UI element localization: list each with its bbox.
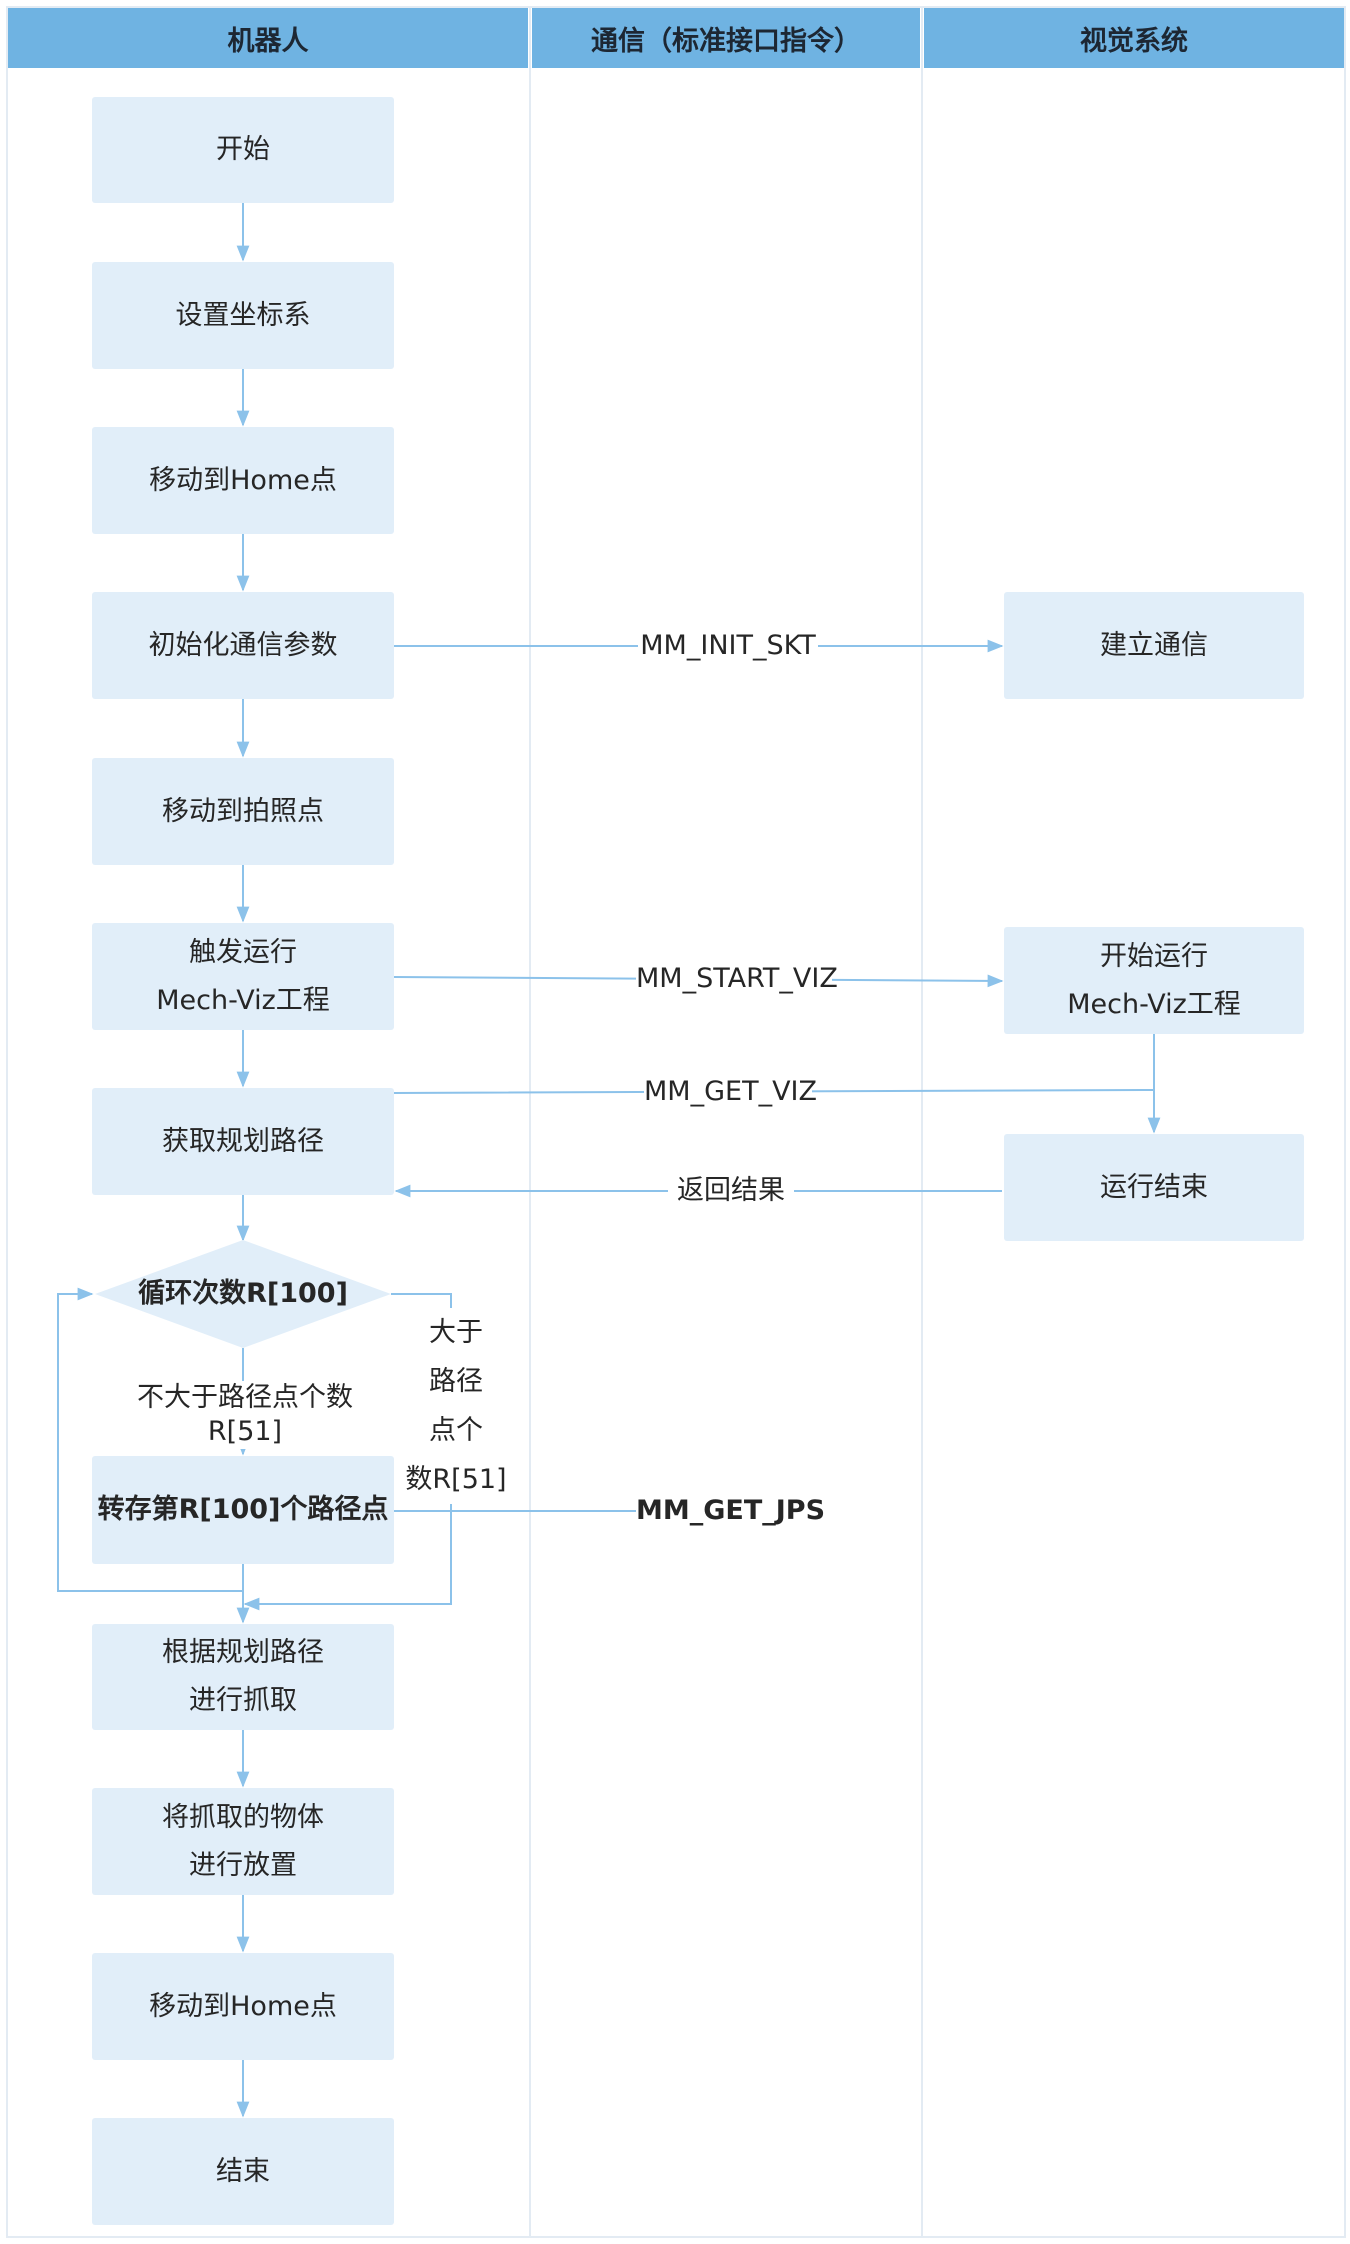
lane-header-robot: 机器人 — [8, 8, 528, 68]
edge-loop-back — [57, 1287, 243, 1592]
cmd-get-jps: MM_GET_JPS — [636, 1494, 826, 1528]
lane-divider-1 — [529, 8, 531, 2238]
step-move-home-2: 移动到Home点 — [92, 1953, 394, 2060]
step-get-path: 获取规划路径 — [92, 1088, 394, 1195]
loop-decision-label: 循环次数R[100] — [138, 1278, 348, 1309]
cmd-start-viz: MM_START_VIZ — [636, 962, 838, 996]
step-trigger-run: 触发运行 Mech-Viz工程 — [92, 923, 394, 1030]
cmd-init-skt: MM_INIT_SKT — [638, 629, 818, 663]
step-grab: 根据规划路径 进行抓取 — [92, 1624, 394, 1730]
step-move-photo: 移动到拍照点 — [92, 758, 394, 865]
step-end: 结束 — [92, 2118, 394, 2225]
branch-label-greater: 大于 路径 点个 数R[51] — [404, 1308, 508, 1504]
cmd-return-result: 返回结果 — [668, 1174, 794, 1208]
lane-header-communication: 通信（标准接口指令） — [532, 8, 920, 68]
step-set-coordinate: 设置坐标系 — [92, 262, 394, 369]
loop-decision-shape — [95, 1240, 391, 1348]
step-init-comm: 初始化通信参数 — [92, 592, 394, 699]
vision-run-end: 运行结束 — [1004, 1134, 1304, 1241]
vision-build-comm: 建立通信 — [1004, 592, 1304, 699]
cmd-get-viz: MM_GET_VIZ — [644, 1075, 817, 1109]
step-store-point: 转存第R[100]个路径点 — [92, 1456, 394, 1564]
lane-header-vision: 视觉系统 — [924, 8, 1344, 68]
branch-label-not-greater: 不大于路径点个数R[51] — [100, 1381, 390, 1449]
step-start: 开始 — [92, 97, 394, 203]
step-place: 将抓取的物体 进行放置 — [92, 1788, 394, 1895]
vision-start-run: 开始运行 Mech-Viz工程 — [1004, 927, 1304, 1034]
step-move-home: 移动到Home点 — [92, 427, 394, 534]
swimlane-frame — [6, 6, 1346, 2238]
lane-divider-2 — [921, 8, 923, 2238]
